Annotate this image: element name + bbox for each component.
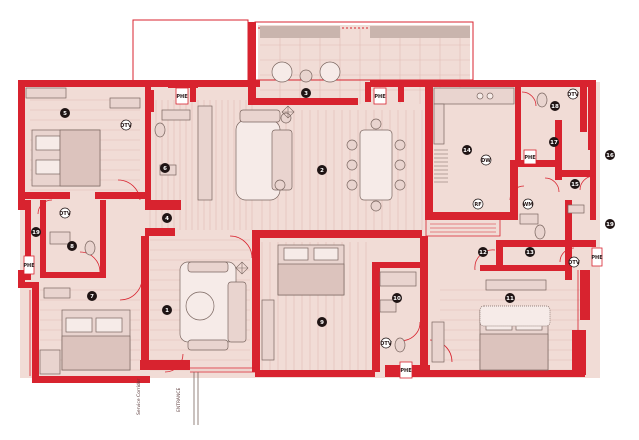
door-swing-icon <box>79 251 101 273</box>
door-swing-icon <box>164 353 184 373</box>
tv-tag: DTV <box>568 260 580 266</box>
room-number: 8 <box>70 244 74 250</box>
room-number: 6 <box>163 166 167 172</box>
refrigerator-tag: RF <box>474 202 481 208</box>
shaft-labels: PHE PHE PHE PHE PHE PHE <box>23 87 603 379</box>
room-number: 1 <box>165 308 169 314</box>
furniture <box>25 61 585 375</box>
sofa-icon <box>239 109 293 191</box>
tv-tag: DTV <box>567 92 579 98</box>
balcony-tiles <box>260 28 470 104</box>
entrance: ENTRANCE Service Corridor <box>136 372 199 425</box>
dishwasher-tag: DW <box>481 158 491 164</box>
dining-table-icon <box>346 118 406 212</box>
room-markers: 1 2 3 4 5 6 7 8 9 10 11 12 13 14 15 16 1 <box>31 88 615 327</box>
bed-icon <box>61 309 131 371</box>
door-swing-icon <box>37 199 53 215</box>
windows <box>29 220 579 376</box>
appliance-tags: DTV DTV DTV DTV DTV DW RF WM <box>59 88 580 349</box>
shaft-label: PHE <box>591 255 603 261</box>
room-number: 5 <box>63 111 67 117</box>
tv-tag: DTV <box>120 123 132 129</box>
door-swing-icon <box>521 91 537 107</box>
washing-machine-tag: WM <box>523 202 534 208</box>
room-number: 2 <box>320 168 324 174</box>
sofa-icon <box>185 261 247 351</box>
stairs <box>434 149 448 183</box>
entrance-label: ENTRANCE <box>176 388 182 412</box>
side-label: Service Corridor <box>136 379 142 415</box>
door-swing-icon <box>579 175 595 191</box>
toilet-icon <box>84 92 548 353</box>
room-number: 19 <box>32 230 40 236</box>
room-number: 19 <box>606 222 614 228</box>
room-number: 13 <box>526 250 534 256</box>
shaft-label: PHE <box>524 155 536 161</box>
room-number: 7 <box>90 294 94 300</box>
room-number: 16 <box>606 153 614 159</box>
tv-tag: DTV <box>59 211 71 217</box>
bed-icon <box>31 129 101 187</box>
door-swing-icon <box>544 177 560 193</box>
planters <box>260 26 470 38</box>
entrance-arrow-icon <box>193 372 199 425</box>
room-number: 10 <box>393 296 401 302</box>
shaft-label: PHE <box>374 94 386 100</box>
room-number: 14 <box>463 148 471 154</box>
room-number: 15 <box>571 182 579 188</box>
door-swing-icon <box>509 185 525 201</box>
door-swing-icon <box>229 235 253 259</box>
room-number: 18 <box>551 104 559 110</box>
room-number: 11 <box>506 296 514 302</box>
shaft-label: PHE <box>400 368 412 374</box>
door-swing-icon <box>117 179 141 201</box>
shaft-label: PHE <box>176 94 188 100</box>
bed-icon <box>277 244 345 296</box>
room-number: 9 <box>320 320 324 326</box>
room-number: 3 <box>304 91 308 97</box>
plants <box>235 105 295 275</box>
room-number: 17 <box>550 140 558 146</box>
shaft-label: PHE <box>23 263 35 269</box>
tv-tag: DTV <box>380 341 392 347</box>
room-number: 4 <box>165 216 169 222</box>
door-swing-icon <box>119 279 143 301</box>
room-number: 12 <box>479 250 487 256</box>
walls <box>18 22 596 383</box>
door-swing-icon <box>559 247 575 263</box>
